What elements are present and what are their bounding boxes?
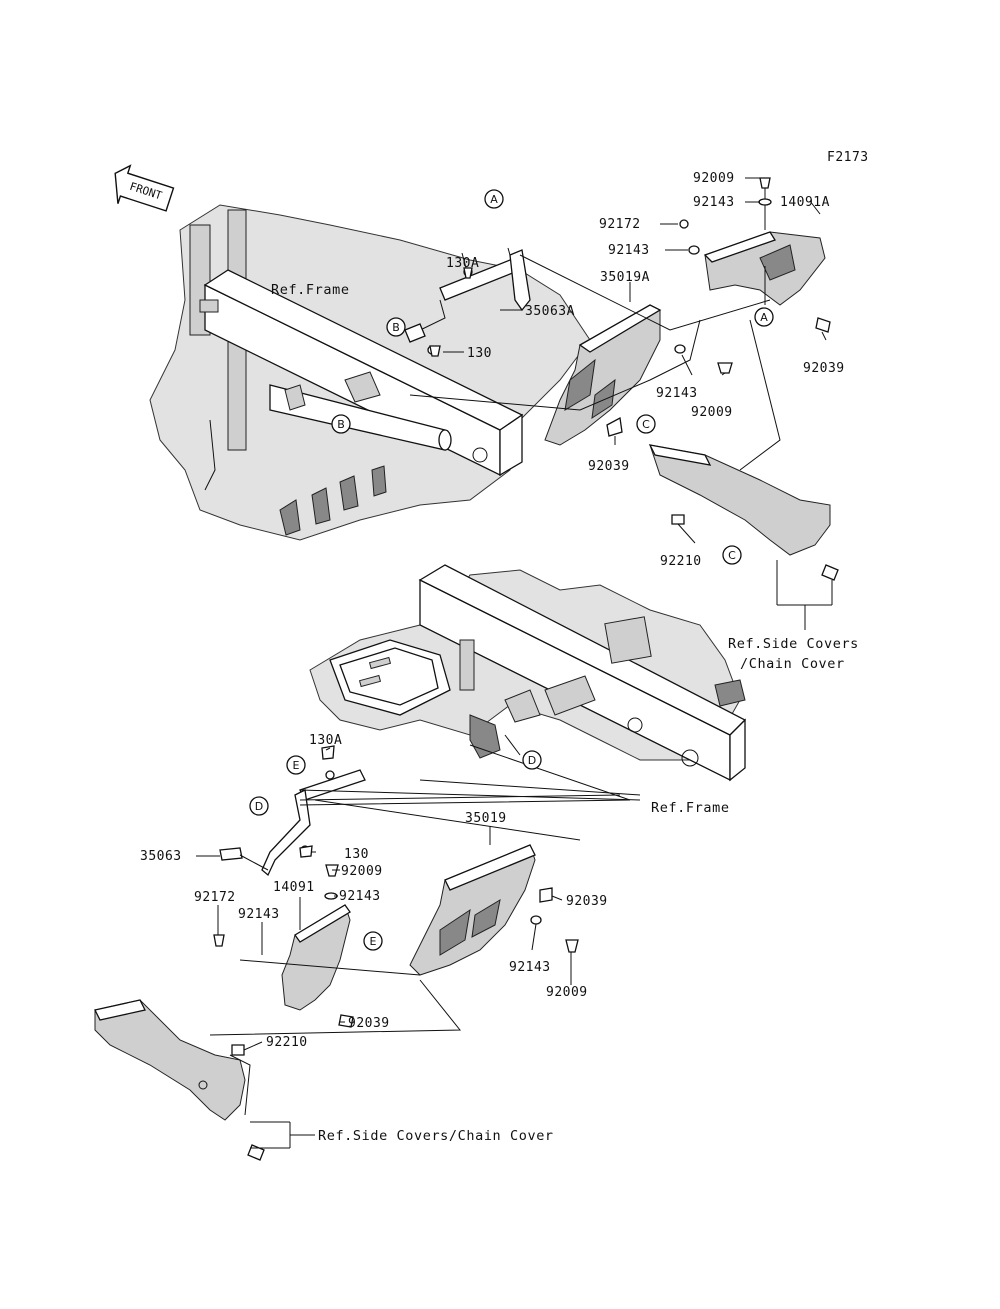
- callout-E-top: E: [286, 755, 306, 775]
- part-label: 92039: [588, 459, 630, 474]
- part-label: 130: [344, 847, 369, 862]
- svg-text:C: C: [642, 418, 650, 431]
- callout-A-top: A: [484, 189, 504, 209]
- bracket-35063: [219, 769, 366, 877]
- callout-D-top: D: [522, 750, 542, 770]
- callout-C-right: C: [722, 545, 742, 565]
- cover-35019: [409, 844, 536, 976]
- svg-text:B: B: [337, 418, 345, 431]
- callout-B-top: B: [386, 317, 406, 337]
- top-frame-assembly: [149, 204, 591, 541]
- callout-B-mid: B: [331, 414, 351, 434]
- svg-text:E: E: [293, 759, 300, 772]
- ref-covers-label: Ref.Side Covers/Chain Cover: [318, 1128, 554, 1144]
- callout-D-left: D: [249, 796, 269, 816]
- part-label: 14091A: [780, 195, 830, 210]
- part-label: 92009: [341, 864, 383, 879]
- part-label: 14091: [273, 880, 315, 895]
- callout-A-right: A: [754, 307, 774, 327]
- part-label: 92009: [693, 171, 735, 186]
- svg-text:D: D: [528, 754, 536, 767]
- chain-cover-top: [648, 444, 831, 556]
- part-label: 92039: [348, 1016, 390, 1031]
- part-label: 92172: [194, 890, 236, 905]
- chain-cover-bottom: [94, 999, 246, 1121]
- part-label: 92039: [566, 894, 608, 909]
- part-label: 92143: [509, 960, 551, 975]
- part-label: 92143: [238, 907, 280, 922]
- part-label: 92143: [693, 195, 735, 210]
- hardware-bottom: [213, 745, 579, 1161]
- part-label: 92143: [656, 386, 698, 401]
- hardware-top: [429, 177, 839, 581]
- part-label: 92009: [546, 985, 588, 1000]
- part-label: 35063A: [525, 304, 575, 319]
- svg-text:C: C: [728, 549, 736, 562]
- cover-35019A: [544, 304, 662, 446]
- ref-covers-label: /Chain Cover: [740, 656, 845, 672]
- part-label: 92143: [608, 243, 650, 258]
- leader-lines-top: [409, 177, 833, 630]
- ref-frame-label: Ref.Frame: [651, 800, 730, 816]
- part-label: 35063: [140, 849, 182, 864]
- part-label: 92143: [339, 889, 381, 904]
- part-label: 35019A: [600, 270, 650, 285]
- bottom-frame-assembly: [309, 564, 747, 782]
- svg-text:A: A: [490, 193, 498, 206]
- svg-text:E: E: [370, 935, 377, 948]
- part-label: 92039: [803, 361, 845, 376]
- part-label: 92210: [660, 554, 702, 569]
- svg-text:A: A: [760, 311, 768, 324]
- callout-C-top: C: [636, 414, 656, 434]
- ref-frame-label: Ref.Frame: [271, 282, 350, 298]
- front-arrow-icon: FRONT: [114, 164, 175, 212]
- svg-text:D: D: [255, 800, 263, 813]
- part-label: 130: [467, 346, 492, 361]
- callout-E-right: E: [363, 931, 383, 951]
- part-label: 92172: [599, 217, 641, 232]
- ref-covers-label: Ref.Side Covers: [728, 636, 859, 652]
- part-label: 35019: [465, 811, 507, 826]
- figure-code: F2173: [827, 150, 869, 165]
- part-label: 130A: [309, 733, 342, 748]
- part-label: 92210: [266, 1035, 308, 1050]
- part-label: 92009: [691, 405, 733, 420]
- svg-text:B: B: [392, 321, 400, 334]
- part-label: 130A: [446, 256, 479, 271]
- cover-14091: [281, 904, 351, 1011]
